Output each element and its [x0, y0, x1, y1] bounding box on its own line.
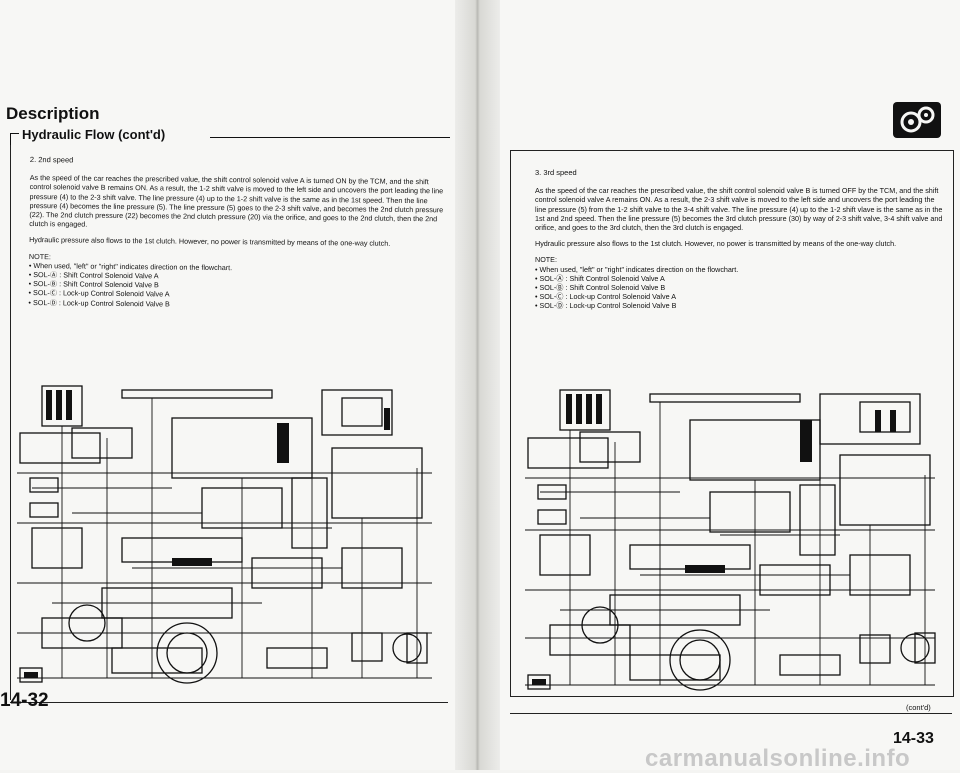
right-body-text: 3. 3rd speed As the speed of the car rea…: [535, 168, 945, 311]
note-item: • SOL-Ⓐ : Shift Control Solenoid Valve A: [535, 273, 665, 283]
right-content-box: [510, 150, 954, 697]
step-heading: 3. 3rd speed: [535, 168, 577, 177]
gear-icon: [893, 102, 941, 138]
book-gutter: [455, 0, 500, 770]
note-list: • When used, "left" or "right" indicates…: [535, 265, 945, 311]
hydraulic-flow-diagram-2nd: [17, 385, 432, 684]
paragraph: Hydraulic pressure also flows to the 1st…: [535, 239, 897, 249]
paragraph: As the speed of the car reaches the pres…: [535, 186, 943, 233]
page-number: 14-32: [0, 690, 49, 711]
subsection-bracket: [10, 133, 19, 150]
watermark: carmanualsonline.info: [645, 745, 911, 772]
continued-label: (cont'd): [906, 703, 931, 712]
paragraph: Hydraulic pressure also flows to the 1st…: [29, 235, 391, 249]
subsection-rule: [210, 137, 450, 138]
left-page: Description Hydraulic Flow (cont'd) 2. 2…: [0, 0, 455, 770]
note-item: • When used, "left" or "right" indicates…: [535, 264, 739, 274]
left-border-line: [10, 145, 12, 700]
subsection-title: Hydraulic Flow (cont'd): [22, 127, 166, 142]
left-body-text: 2. 2nd speed As the speed of the car rea…: [28, 155, 450, 311]
bottom-rule: [510, 713, 952, 714]
note-list: • When used, "left" or "right" indicates…: [28, 261, 448, 311]
paragraph: As the speed of the car reaches the pres…: [29, 173, 444, 229]
page-number: 14-33: [893, 730, 934, 747]
bottom-rule: [10, 702, 448, 703]
note-item: • SOL-Ⓑ : Shift Control Solenoid Valve B: [535, 283, 666, 293]
step-heading: 2. 2nd speed: [29, 155, 74, 165]
note-item: • SOL-Ⓓ : Lock-up Control Solenoid Valve…: [535, 301, 677, 311]
section-title: Description: [6, 104, 100, 123]
note-label: NOTE:: [535, 255, 557, 265]
right-page: [500, 0, 960, 770]
note-item: • SOL-Ⓒ : Lock-up Control Solenoid Valve…: [535, 292, 677, 302]
hydraulic-flow-diagram-3rd: [525, 389, 936, 691]
